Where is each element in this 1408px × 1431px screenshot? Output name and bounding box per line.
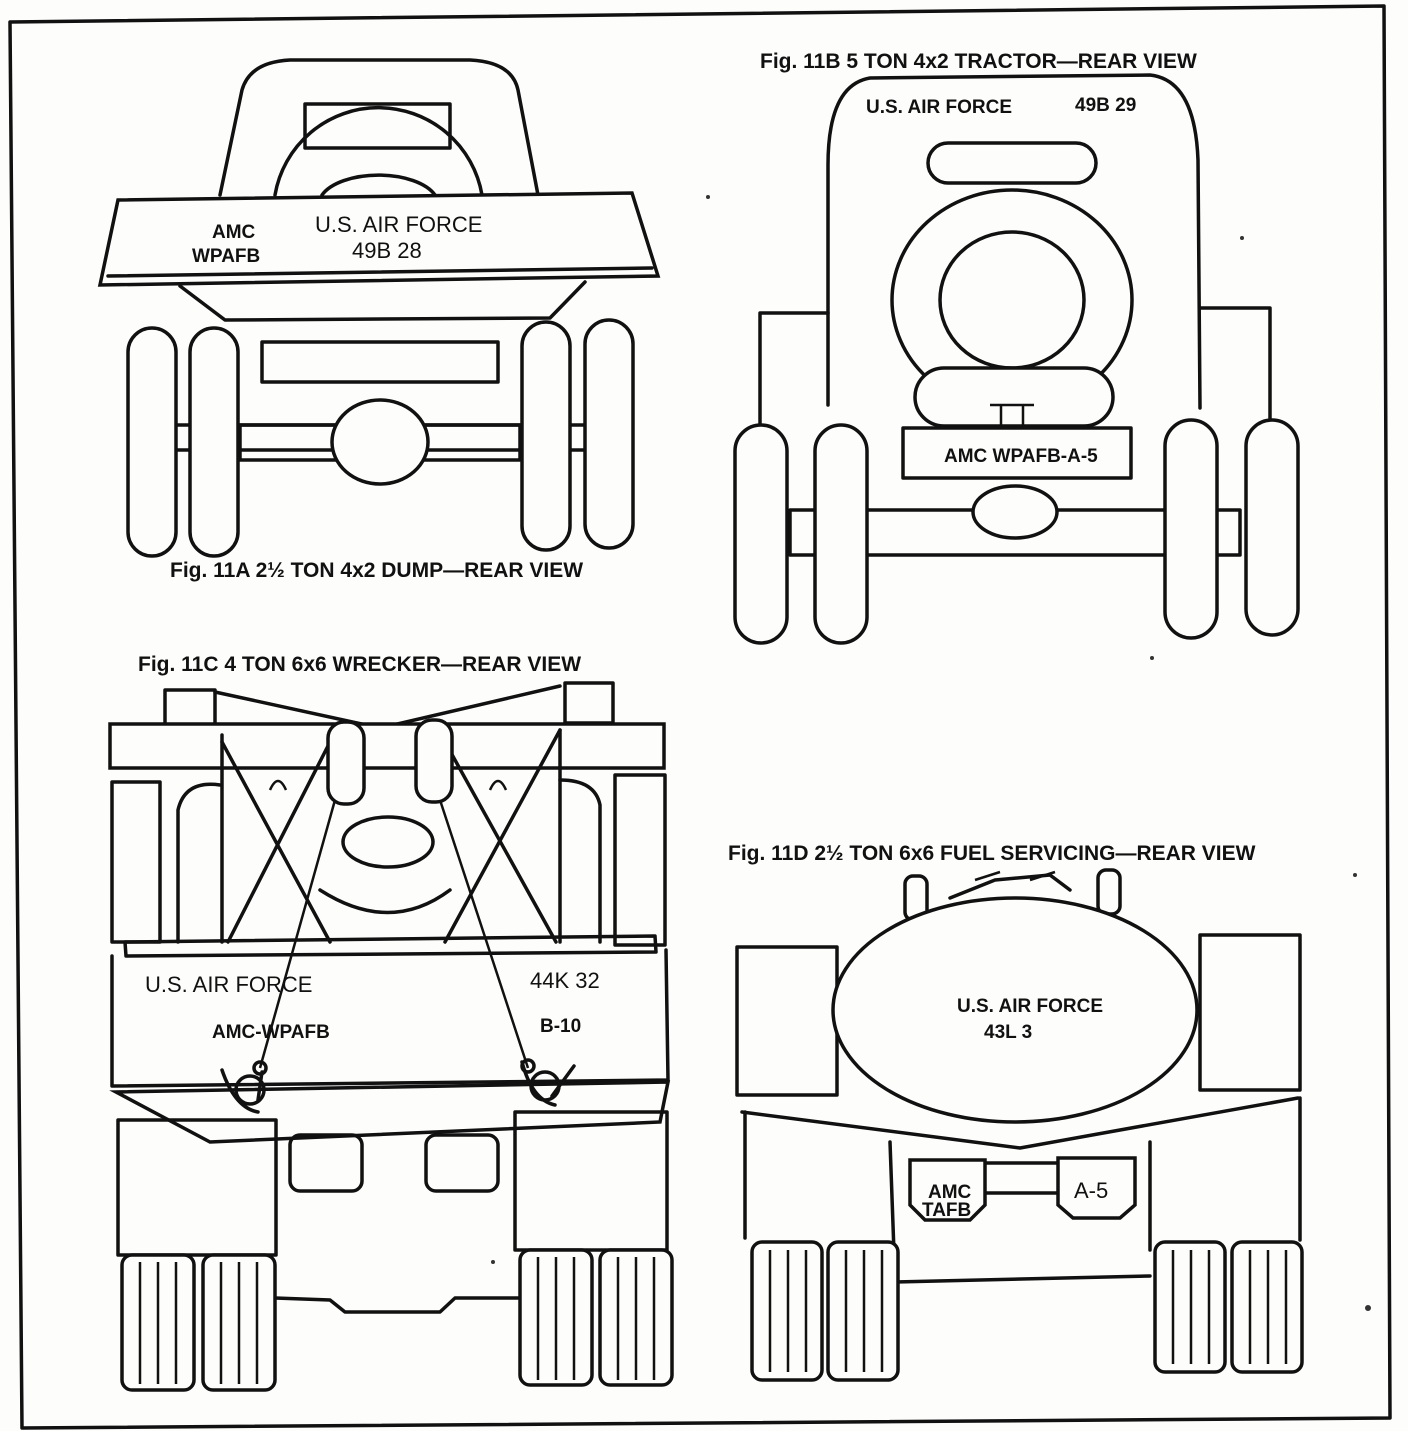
fig-11b-tractor: Fig. 11B 5 TON 4x2 TRACTOR—REAR VIEW U.S… (733, 50, 1300, 645)
rear-plate (901, 426, 1133, 480)
rear-bed (110, 948, 670, 1088)
marking-us-air-force: U.S. AIR FORCE (866, 97, 1012, 118)
fuel-tank (831, 896, 1199, 1124)
fig-11d-fuel-truck: Fig. 11D 2½ TON 6x6 FUEL SERVICING—REAR … (728, 842, 1304, 1382)
marking-registration: 49B 29 (1075, 95, 1136, 116)
fig-11b-caption: Fig. 11B 5 TON 4x2 TRACTOR—REAR VIEW (760, 50, 1197, 73)
wheel (188, 326, 240, 558)
wheel (520, 320, 572, 552)
marking-amc: AMC (928, 1182, 972, 1203)
fig-11c-caption: Fig. 11C 4 TON 6x6 WRECKER—REAR VIEW (138, 653, 581, 676)
marking-us-air-force: U.S. AIR FORCE (315, 212, 482, 237)
fig-11d-caption: Fig. 11D 2½ TON 6x6 FUEL SERVICING—REAR … (728, 842, 1256, 865)
fig-11a-dump-truck: AMC WPAFB U.S. AIR FORCE 49B 28 Fig. 11A… (97, 58, 661, 582)
fig-11c-wrecker: Fig. 11C 4 TON 6x6 WRECKER—REAR VIEW (108, 653, 674, 1392)
marking-tafb: TAFB (922, 1200, 971, 1221)
wheel (733, 423, 789, 645)
wheel (583, 318, 635, 550)
dump-body (97, 191, 661, 287)
crane-crossbar (108, 722, 666, 770)
tow-cable-left (258, 799, 337, 1069)
wheel (126, 326, 178, 558)
wheel-set-left (120, 1253, 277, 1392)
tow-cable-right (438, 799, 530, 1069)
wheel-set-right (1153, 1240, 1304, 1374)
wheel-set-left (750, 1240, 900, 1382)
page-border (8, 4, 1392, 1430)
marking-us-air-force: U.S. AIR FORCE (957, 996, 1103, 1017)
marking-amc: AMC (212, 222, 256, 243)
rear-deck (740, 1096, 1300, 1150)
scan-specks (491, 195, 1371, 1311)
marking-registration: 43L 3 (984, 1022, 1032, 1043)
marking-registration: 44K 32 (530, 968, 600, 993)
marking-a5: A-5 (1074, 1178, 1108, 1203)
marking-registration: 49B 28 (352, 238, 422, 263)
marking-b10: B-10 (540, 1016, 581, 1037)
tow-hook-left (234, 1074, 266, 1106)
wheel (813, 423, 869, 645)
wheel (1244, 418, 1300, 637)
wheel (1163, 418, 1219, 640)
marking-amc-wpafb: AMC-WPAFB (212, 1022, 330, 1043)
left-plate (908, 1158, 987, 1222)
cab (826, 73, 1202, 410)
bumper (109, 1080, 671, 1144)
fig-11a-caption: Fig. 11A 2½ TON 4x2 DUMP—REAR VIEW (170, 559, 583, 582)
right-plate (1056, 1156, 1137, 1220)
marking-wpafb: WPAFB (192, 246, 260, 267)
marking-plate: AMC WPAFB-A-5 (944, 446, 1098, 467)
marking-us-air-force: U.S. AIR FORCE (145, 972, 312, 997)
wheel-set-right (518, 1248, 674, 1387)
